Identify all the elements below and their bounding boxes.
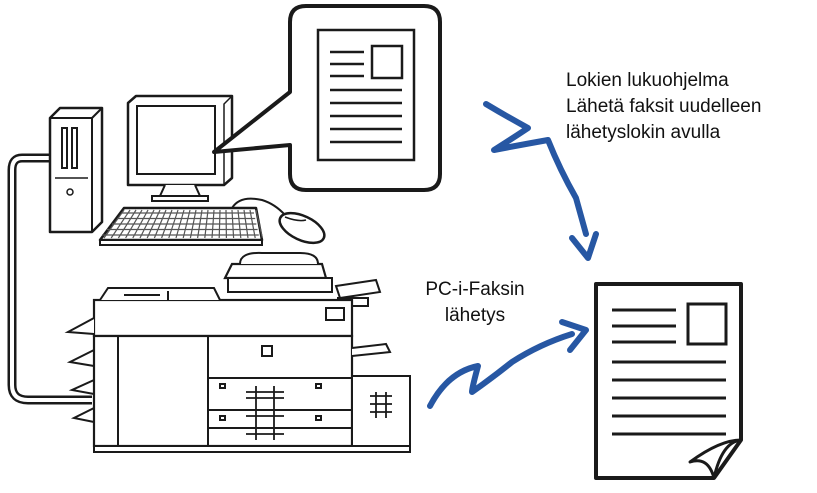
- log-viewer-label: Lokien lukuohjelma Lähetä faksit uudelle…: [566, 68, 761, 146]
- lightning-arrow-icon: [483, 101, 599, 261]
- keyboard-icon: [98, 206, 264, 246]
- mouse-cable: [231, 197, 286, 216]
- mouse-icon: [278, 211, 326, 245]
- fax-document-icon: [594, 282, 743, 480]
- log-viewer-line1: Lokien lukuohjelma: [566, 70, 729, 91]
- keyboard-keys: [102, 209, 263, 239]
- monitor-icon: [126, 94, 234, 202]
- lightning-arrow-icon: [427, 319, 589, 409]
- printer-mfp-icon: [64, 251, 411, 453]
- pc-fax-line1: PC-i-Faksin: [425, 279, 525, 300]
- computer-tower-icon: [48, 106, 104, 234]
- log-viewer-line2: Lähetä faksit uudelleen: [566, 96, 762, 117]
- speech-bubble-document-icon: [212, 4, 442, 192]
- pc-fax-label: PC-i-Faksin lähetys: [406, 277, 544, 329]
- log-viewer-line3: lähetyslokin avulla: [566, 122, 721, 143]
- pc-fax-line2: lähetys: [444, 305, 506, 326]
